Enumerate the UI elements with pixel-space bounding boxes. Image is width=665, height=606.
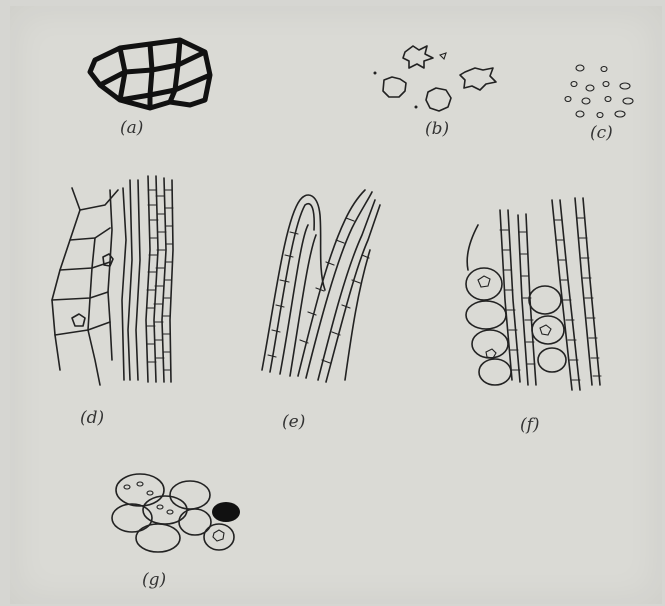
caption-b: (b) (425, 119, 449, 139)
caption-a: (a) (120, 118, 143, 138)
figure-d-tissue (52, 176, 173, 385)
figure-g-cells (112, 474, 240, 552)
caption-f: (f) (520, 415, 540, 435)
figure-b-crystals (374, 46, 497, 111)
figure-c-granules (565, 65, 633, 118)
caption-c: (c) (590, 123, 613, 143)
caption-g: (g) (142, 570, 166, 590)
figure-f-tissue (466, 198, 601, 390)
caption-d: (d) (80, 408, 104, 428)
caption-e: (e) (282, 412, 305, 432)
figure-e-fibres (262, 190, 380, 382)
figure-a-cell-mesh (90, 40, 210, 108)
